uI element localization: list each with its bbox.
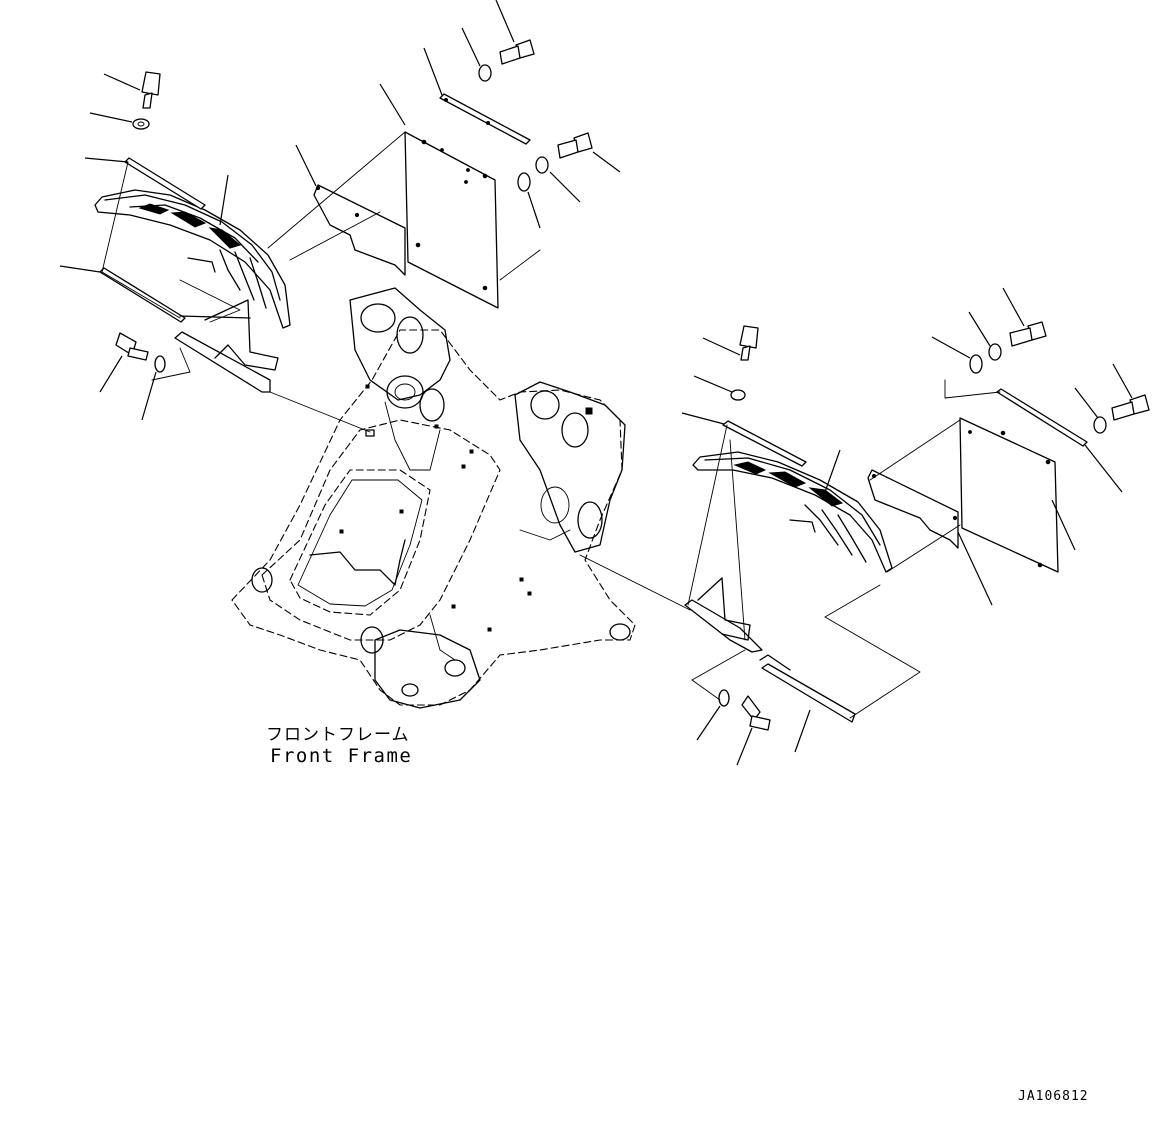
right-lower-washer-icon bbox=[718, 689, 730, 707]
right-washer-icon bbox=[730, 389, 746, 401]
right-lower-bolt-icon bbox=[741, 695, 771, 731]
mid-washer-icon bbox=[535, 156, 549, 174]
top-bolt-icon bbox=[499, 39, 535, 65]
right-washer-side-icon bbox=[1093, 416, 1107, 434]
left-mud-flap-icon bbox=[313, 131, 499, 309]
right-nut-lower-icon bbox=[969, 354, 983, 374]
left-lower-bolt-icon bbox=[115, 332, 149, 361]
right-step-assembly bbox=[579, 287, 1150, 766]
right-bolt-upper-icon bbox=[1009, 321, 1047, 347]
left-top-bolt-icon bbox=[141, 71, 161, 109]
drawing-id-label: JA106812 bbox=[1018, 1089, 1089, 1104]
right-mud-flap-icon bbox=[867, 417, 1059, 573]
right-bolt-side-icon bbox=[1111, 394, 1150, 421]
left-lower-washer-icon bbox=[154, 355, 166, 373]
frame-label-english: Front Frame bbox=[270, 745, 413, 767]
frame-label-japanese: フロントフレーム bbox=[266, 725, 410, 745]
front-frame-illustration bbox=[231, 287, 636, 709]
left-step-grating-icon bbox=[94, 189, 291, 329]
left-step-assembly bbox=[59, 0, 621, 433]
mid-nut-icon bbox=[517, 172, 531, 192]
right-nut-upper-icon bbox=[988, 343, 1002, 361]
mid-bolt-icon bbox=[557, 132, 593, 159]
left-leader-lines bbox=[59, 0, 621, 421]
right-leader-lines bbox=[681, 287, 1133, 766]
left-washer-icon bbox=[132, 118, 150, 130]
top-nut-icon bbox=[478, 64, 492, 82]
right-top-bolt-icon bbox=[739, 325, 759, 361]
right-step-grating-icon bbox=[692, 451, 893, 573]
